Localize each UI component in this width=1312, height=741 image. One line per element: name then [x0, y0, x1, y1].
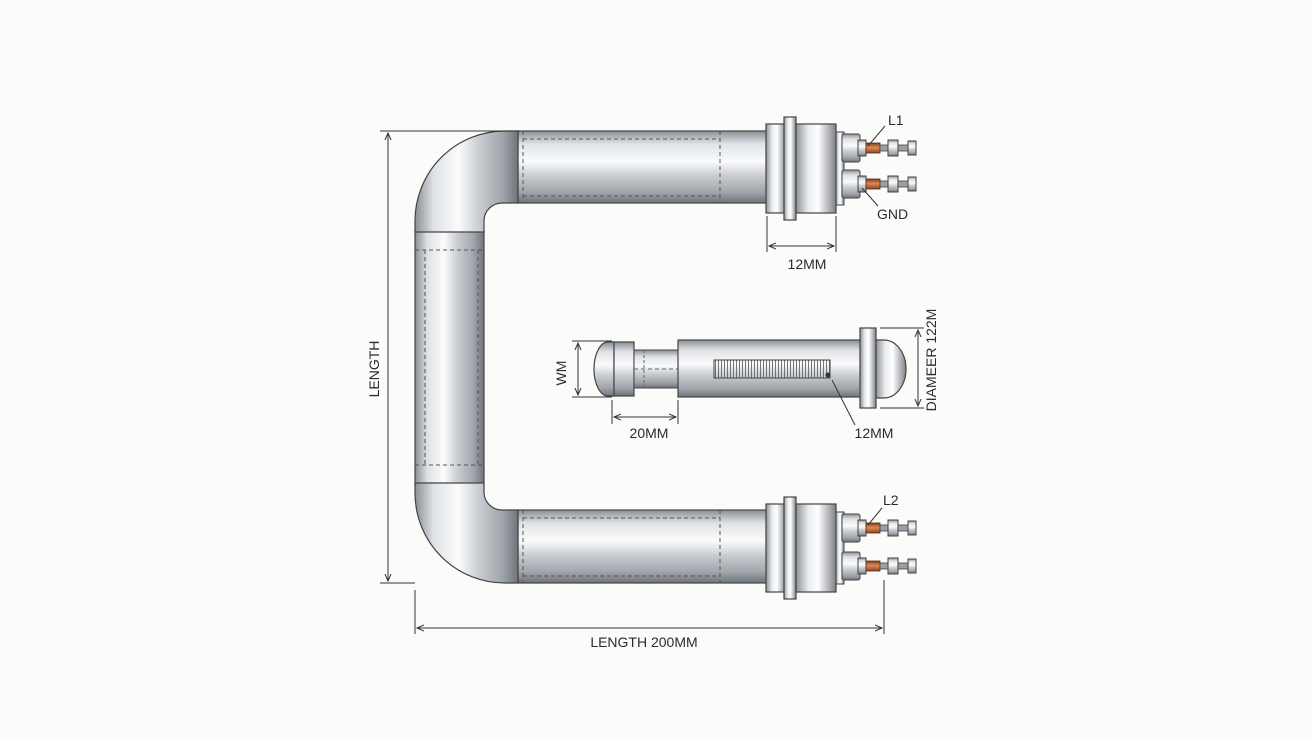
top-tube-segment	[517, 130, 771, 204]
terminal-l2	[841, 513, 917, 543]
u-tube	[414, 130, 771, 584]
label-thread-length: 20MM	[630, 425, 669, 441]
heating-coil	[713, 359, 831, 379]
label-diameter: DIAMEER 122M	[923, 309, 939, 412]
label-top-terminal-width: 12MM	[788, 256, 827, 272]
label-sheath-width: WM	[553, 361, 569, 386]
tube-seams	[415, 131, 721, 583]
bottom-flange	[765, 496, 845, 600]
terminal-bottom-second	[841, 551, 917, 581]
label-l1: L1	[888, 112, 904, 128]
top-flange	[765, 116, 845, 221]
element-detail	[593, 327, 907, 409]
terminal-gnd	[841, 169, 917, 199]
bottom-bend	[414, 482, 519, 584]
label-left-length: LENGTH	[366, 341, 382, 398]
terminal-l1	[841, 133, 917, 163]
label-gnd: GND	[877, 206, 908, 222]
label-bottom-length: LENGTH 200MM	[590, 634, 697, 650]
label-l2: L2	[883, 492, 899, 508]
bottom-tube-segment	[517, 509, 771, 584]
dimension-lines	[380, 125, 924, 634]
top-bend	[414, 130, 519, 233]
label-coil-length: 12MM	[855, 425, 894, 441]
